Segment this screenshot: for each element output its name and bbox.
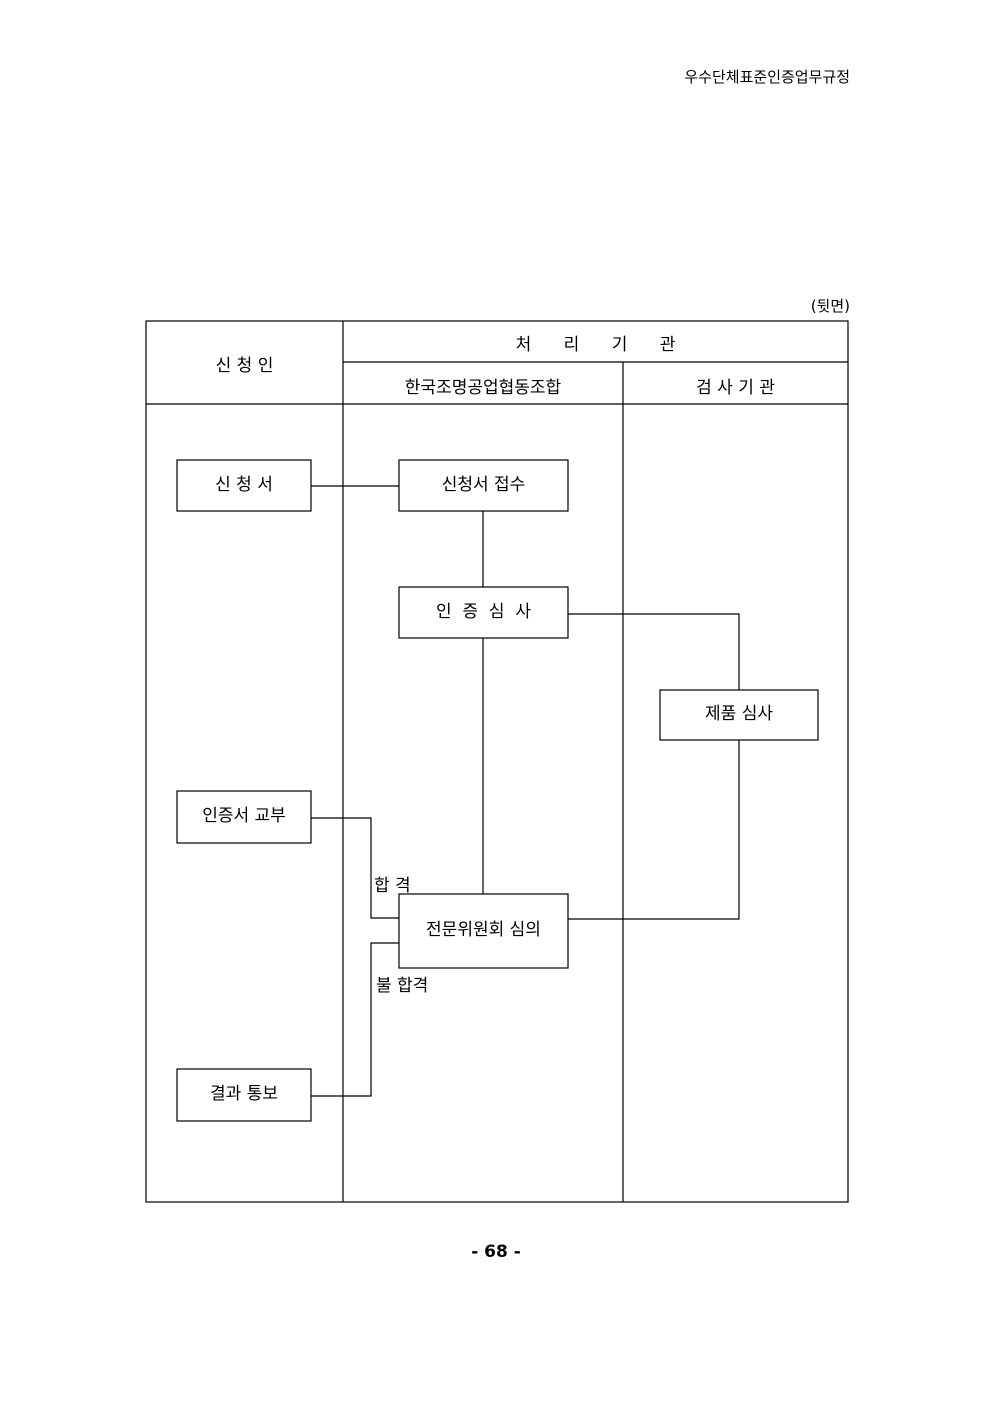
page-number: - 68 - xyxy=(471,1242,521,1262)
certificate-issue-label: 인증서 교부 xyxy=(202,806,286,826)
certificate-issue-box xyxy=(176,790,312,844)
fail-label: 불 합격 xyxy=(376,976,429,996)
application-box xyxy=(176,459,312,512)
applicant-header: 신 청 인 xyxy=(215,356,274,376)
table-border xyxy=(145,320,849,1203)
committee-review-label: 전문위원회 심의 xyxy=(426,920,541,940)
application-label: 신 청 서 xyxy=(215,475,273,495)
association-header: 한국조명공업협동조합 xyxy=(404,378,562,398)
cert-review-label: 인 증 심 사 xyxy=(436,602,531,622)
pass-label: 합 격 xyxy=(374,876,411,896)
connector-pass-certificate xyxy=(311,817,399,919)
product-review-label: 제품 심사 xyxy=(705,704,773,724)
product-review-box xyxy=(659,689,819,741)
connector-fail-result xyxy=(311,942,399,1097)
connector-product-committee xyxy=(568,740,740,920)
result-notice-label: 결과 통보 xyxy=(210,1084,278,1104)
document-header-title: 우수단체표준인증업무규정 xyxy=(684,68,850,86)
committee-review-box xyxy=(398,893,569,969)
connector-review-product xyxy=(568,613,740,690)
back-side-note: (뒷면) xyxy=(810,297,850,315)
processor-header: 처 리 기 관 xyxy=(515,335,676,355)
application-receipt-label: 신청서 접수 xyxy=(441,475,526,495)
inspection-header: 검 사 기 관 xyxy=(696,378,775,398)
result-notice-box xyxy=(176,1068,312,1122)
application-receipt-box xyxy=(398,459,569,512)
